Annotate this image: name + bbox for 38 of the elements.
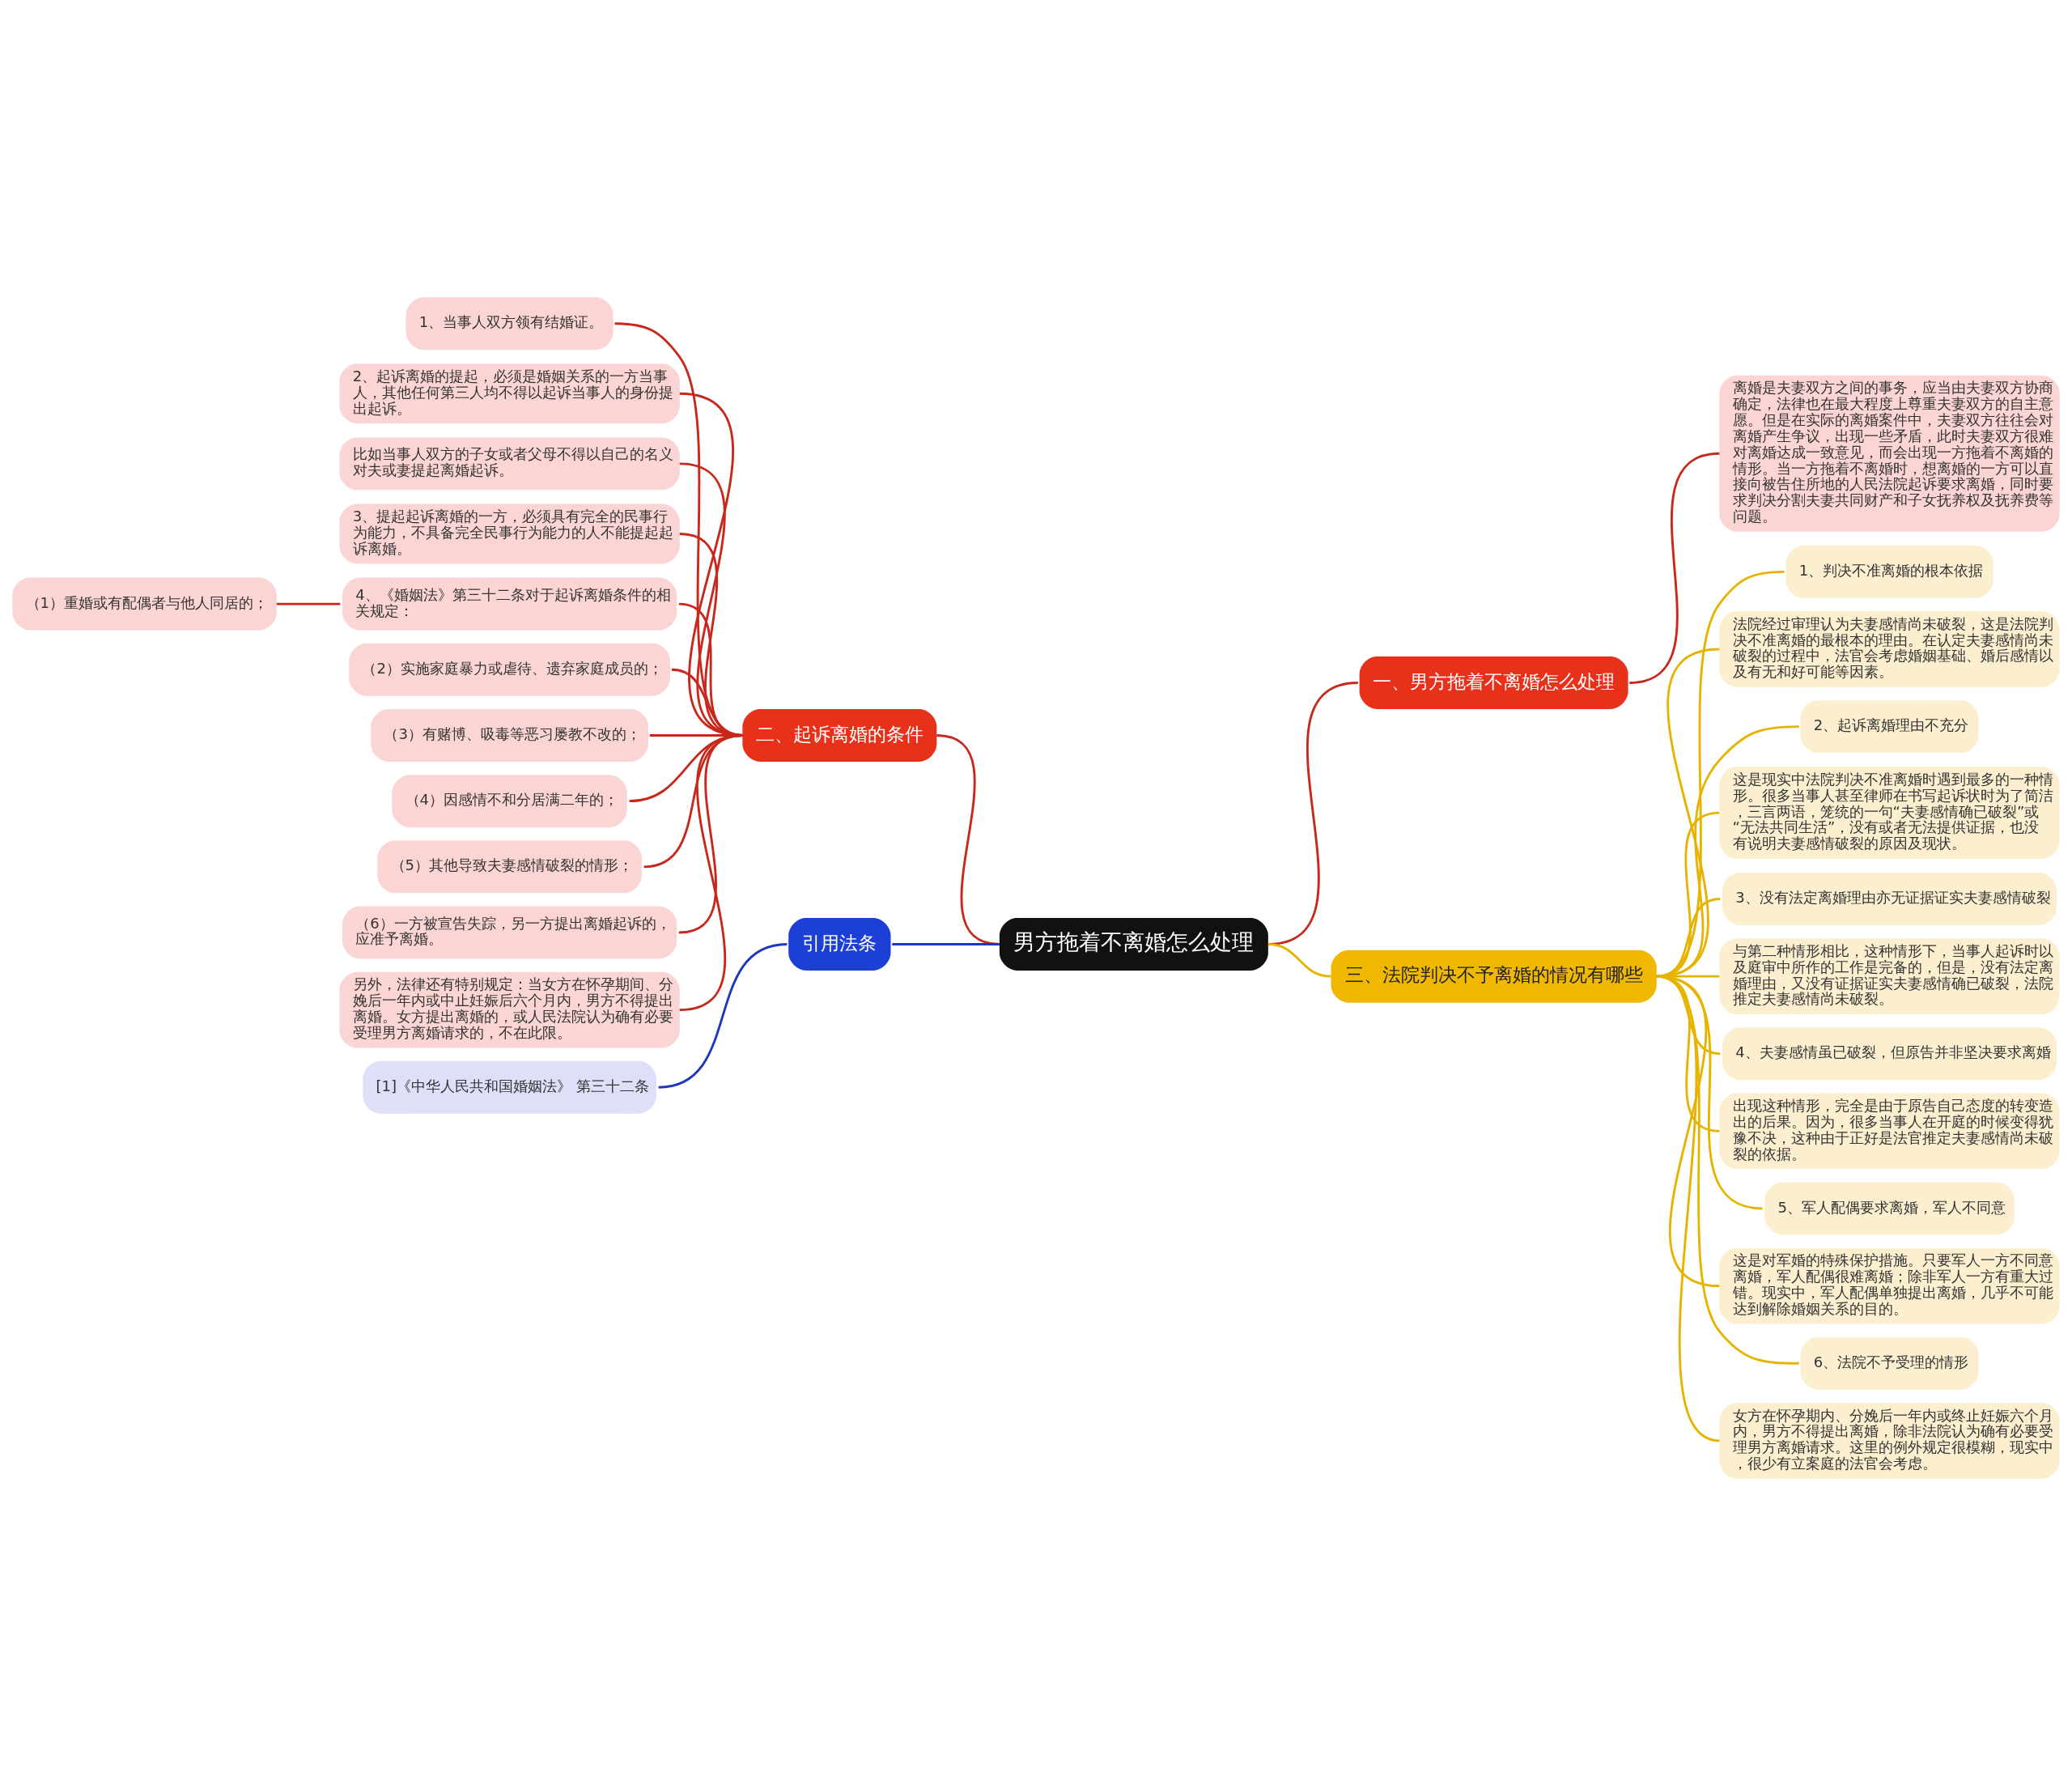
node-box: 二、起诉离婚的条件 [742, 709, 937, 762]
node-box: （3）有赌博、吸毒等恶习屡教不改的； [371, 709, 648, 762]
node-box: （6）一方被宣告失踪，另一方提出离婚起诉的，应准予离婚。 [342, 906, 677, 959]
node-box: 这是现实中法院判决不准离婚时遇到最多的一种情形。很多当事人甚至律师在书写起诉状时为了简洁，三言两语，笼统的一句“夫妻感情确已破裂”或“无法共同生活”，没有或者无法提供证据，也没有说明夫妻感情破裂的原因及现状。 [1719, 767, 2060, 859]
node-box: 5、军人配偶要求离婚，军人不同意 [1764, 1182, 2015, 1235]
node-box: （4）因感情不和分居满二年的； [392, 775, 627, 828]
node-box: 男方拖着不离婚怎么处理 [999, 918, 1268, 971]
node-box: （2）实施家庭暴力或虐待、遗弃家庭成员的； [349, 643, 671, 696]
connector [1267, 943, 1331, 978]
node-box: 另外，法律还有特别规定：当女方在怀孕期间、分娩后一年内或中止妊娠后六个月内，男方不得提出离婚。女方提出离婚的，或人民法院认为确有必要受理男方离婚请求的，不在此限。 [339, 971, 680, 1048]
node-box: 2、起诉离婚理由不充分 [1800, 700, 1979, 754]
node-box: 引用法条 [788, 918, 891, 971]
node-box: 出现这种情形，完全是由于原告自己态度的转变造出的后果。因为，很多当事人在开庭的时候变得犹豫不决，这种由于正好是法官推定夫妻感情尚未破裂的依据。 [1719, 1093, 2060, 1170]
connector [1656, 975, 1720, 1442]
connector [1629, 452, 1720, 684]
connector [658, 943, 788, 1089]
node-box: 与第二种情形相比，这种情形下，当事人起诉时以及庭审中所作的工作是完备的，但是，没有法定离婚理由，又没有证据证实夫妻感情确已破裂，法院推定夫妻感情尚未破裂。 [1719, 938, 2060, 1015]
connector [892, 943, 1000, 945]
connector [679, 734, 743, 1012]
node-box: 1、判决不准离婚的根本依据 [1785, 545, 1993, 598]
node-box: [1]《中华人民共和国婚姻法》 第三十二条 [363, 1060, 656, 1114]
node-box: 女方在怀孕期内、分娩后一年内或终止妊娠六个月内，男方不得提出离婚，除非法院认为确有必要受理男方离婚请求。这里的例外规定很模糊，现实中，很少有立案庭的法官会考虑。 [1719, 1402, 2060, 1479]
node-box: 6、法院不予受理的情形 [1800, 1336, 1979, 1390]
node-box: 4、夫妻感情虽已破裂，但原告并非坚决要求离婚 [1722, 1027, 2057, 1081]
node-box: 3、提起起诉离婚的一方，必须具有完全的民事行为能力，不具备完全民事行为能力的人不能提起起诉离婚。 [339, 503, 680, 564]
node-box: 法院经过审理认为夫妻感情尚未破裂，这是法院判决不准离婚的最根本的理由。在认定夫妻感情尚未破裂的过程中，法官会考虑婚姻基础、婚后感情以及有无和好可能等因素。 [1719, 611, 2060, 687]
node-box: 比如当事人双方的子女或者父母不得以自己的名义对夫或妻提起离婚起诉。 [339, 437, 680, 491]
node-box: 离婚是夫妻双方之间的事务，应当由夫妻双方协商确定，法律也在最大程度上尊重夫妻双方的自主意愿。但是在实际的离婚案件中，夫妻双方往往会对离婚产生争议，出现一些矛盾，此时夫妻双方很难对离婚达成一致意见，而会出现一方拖着不离婚的情形。当一方拖着不离婚时，想离婚的一方可以直接向被告住所地的人民法院起诉要求离婚，同时要求判决分割夫妻共同财产和子女抚养权及抚养费等问题。 [1719, 375, 2060, 532]
node-box: 4、《婚姻法》第三十二条对于起诉离婚条件的相关规定： [342, 577, 677, 631]
node-box: 1、当事人双方领有结婚证。 [405, 297, 614, 351]
node-box: 2、起诉离婚的提起，必须是婚姻关系的一方当事人，其他任何第三人均不得以起诉当事人的身份提出起诉。 [339, 363, 680, 424]
connector [276, 602, 341, 605]
node-box: （5）其他导致夫妻感情破裂的情形； [377, 840, 642, 894]
node-box: （1）重婚或有配偶者与他人同居的； [12, 577, 277, 631]
node-box: 一、男方拖着不离婚怎么处理 [1359, 656, 1628, 709]
node-box: 这是对军婚的特殊保护措施。只要军人一方不同意离婚，军人配偶很难离婚；除非军人一方有重大过错。现实中，军人配偶单独提出离婚，几乎不可能达到解除婚姻关系的目的。 [1719, 1247, 2060, 1324]
node-box: 3、没有法定离婚理由亦无证据证实夫妻感情破裂 [1722, 873, 2057, 925]
node-box: 三、法院判决不予离婚的情况有哪些 [1331, 950, 1657, 1003]
